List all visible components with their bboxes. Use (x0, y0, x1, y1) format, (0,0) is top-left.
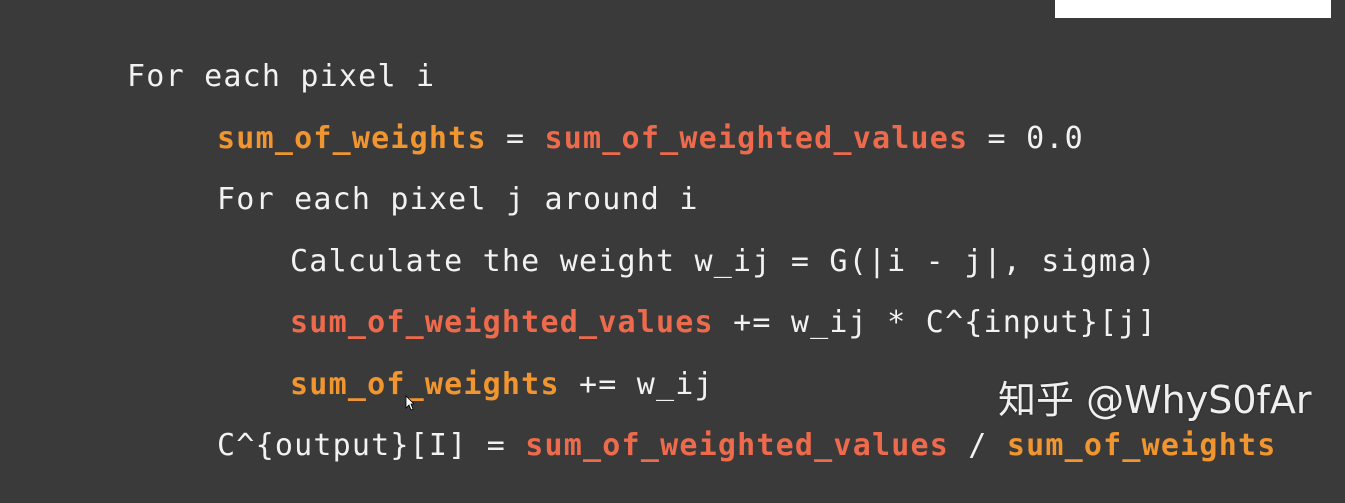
mouse-pointer-icon (405, 395, 414, 411)
initial-value: = 0.0 (968, 121, 1084, 156)
var-sum-of-weights: sum_of_weights (217, 121, 487, 156)
var-sum-of-weights: sum_of_weights (290, 367, 560, 402)
code-text: For each pixel i (127, 59, 436, 94)
var-sum-of-weights: sum_of_weights (1006, 428, 1277, 463)
code-line-6: sum_of_weights += w_ij (213, 328, 714, 402)
divide-operator: / (949, 428, 1007, 463)
code-text: Calculate the weight w_ij = G(|i - j|, s… (290, 244, 1157, 279)
code-line-1: For each pixel i (50, 20, 435, 94)
watermark: 知乎 @WhyS0fAr (998, 378, 1312, 422)
operator: = (467, 428, 526, 463)
code-text: For each pixel j around i (217, 182, 699, 217)
code-line-2: sum_of_weights = sum_of_weighted_values … (140, 82, 1084, 156)
accumulate-expression: += w_ij * C^{input}[j] (713, 305, 1157, 340)
var-sum-of-weighted-values: sum_of_weighted_values (290, 305, 714, 340)
var-sum-of-weighted-values: sum_of_weighted_values (544, 121, 969, 156)
output-target: C^{output}[I] (217, 428, 468, 463)
code-line-7: C^{output}[I] = sum_of_weighted_values /… (140, 389, 1276, 463)
pseudocode-block: For each pixel i sum_of_weights = sum_of… (50, 20, 1276, 463)
code-line-4: Calculate the weight w_ij = G(|i - j|, s… (213, 205, 1157, 279)
operator: = (486, 121, 545, 156)
accumulate-expression: += w_ij (559, 367, 714, 402)
code-line-5: sum_of_weighted_values += w_ij * C^{inpu… (213, 266, 1157, 340)
top-right-white-box (1055, 0, 1331, 18)
var-sum-of-weighted-values: sum_of_weighted_values (525, 428, 950, 463)
code-line-3: For each pixel j around i (140, 143, 699, 217)
